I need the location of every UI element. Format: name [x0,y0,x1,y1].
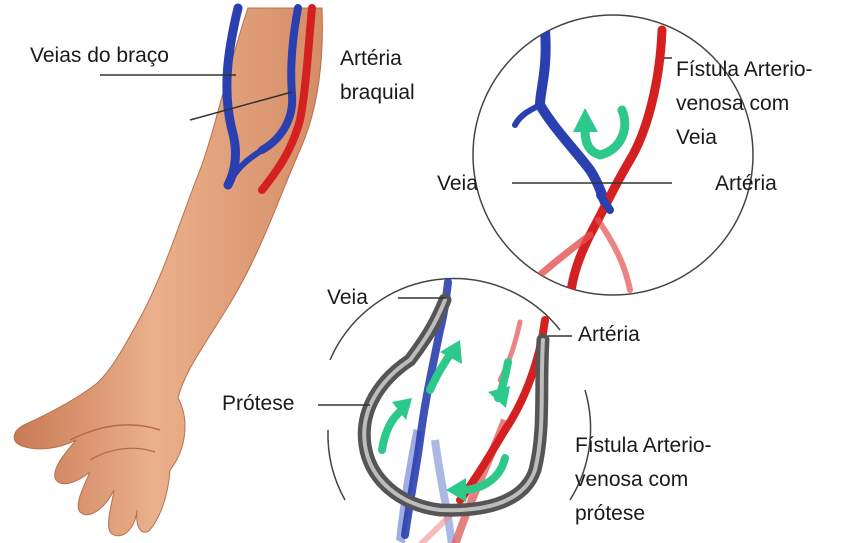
curved-arrow-icon [488,362,510,408]
label-fistula-prosthesis-3: prótese [575,501,645,526]
arm-skin [14,8,322,536]
label-brachial-artery-1: Artéria [340,46,402,71]
label-bottom-artery: Artéria [578,322,640,347]
arm [14,8,322,536]
label-fistula-prosthesis-1: Fístula Arterio- [575,433,712,458]
label-fistula-vein-3: Veia [676,125,717,150]
label-bottom-vein: Veia [327,285,368,310]
curved-arrow-icon [382,398,412,450]
label-brachial-artery-2: braquial [340,80,415,105]
label-fistula-vein-2: venosa com [676,91,789,116]
label-top-vein: Veia [437,171,478,196]
bottom-inset-arc [328,430,345,500]
label-arm-veins: Veias do braço [30,43,169,68]
label-prosthesis: Prótese [222,391,294,416]
label-fistula-prosthesis-2: venosa com [575,467,688,492]
label-top-artery: Artéria [715,171,777,196]
label-fistula-vein-1: Fístula Arterio- [676,57,813,82]
bottom-inset [318,279,591,543]
